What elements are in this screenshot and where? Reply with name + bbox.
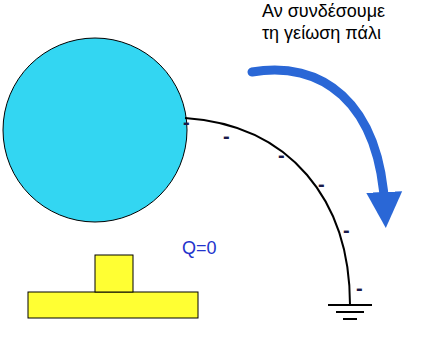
ground-wire (185, 118, 350, 305)
charge-sign: - (183, 110, 190, 134)
charge-sign: - (356, 276, 363, 300)
caption-note: Αν συνδέσουμε τη γείωση πάλι (262, 1, 407, 44)
ground-symbol (328, 305, 372, 319)
charge-sign: - (223, 124, 230, 148)
stand-post (95, 255, 133, 292)
stand-base (28, 292, 198, 318)
flow-arrow (252, 70, 385, 210)
charge-sign: - (318, 172, 325, 196)
charge-sign: - (343, 218, 350, 242)
conductor-sphere (3, 38, 187, 222)
charge-sign: - (278, 143, 285, 167)
charge-value: Q=0 (182, 238, 217, 260)
